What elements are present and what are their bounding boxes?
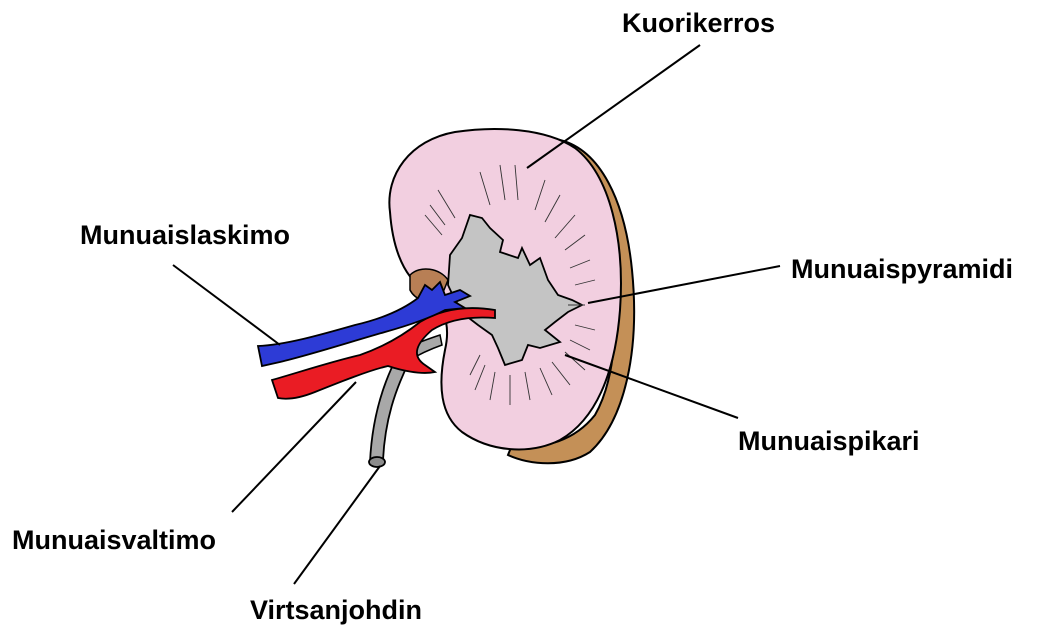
leader-vein: [173, 265, 280, 345]
label-artery: Munuaisvaltimo: [12, 527, 216, 554]
leader-artery: [232, 382, 356, 512]
ureter-end: [369, 457, 385, 467]
leader-ureter: [294, 466, 380, 584]
leader-cortex: [527, 45, 700, 168]
label-calyx: Munuaispikari: [738, 428, 920, 455]
label-pyramid: Munuaispyramidi: [791, 256, 1013, 283]
label-cortex: Kuorikerros: [622, 10, 775, 37]
label-ureter: Virtsanjohdin: [250, 597, 422, 624]
label-vein: Munuaislaskimo: [80, 222, 290, 249]
